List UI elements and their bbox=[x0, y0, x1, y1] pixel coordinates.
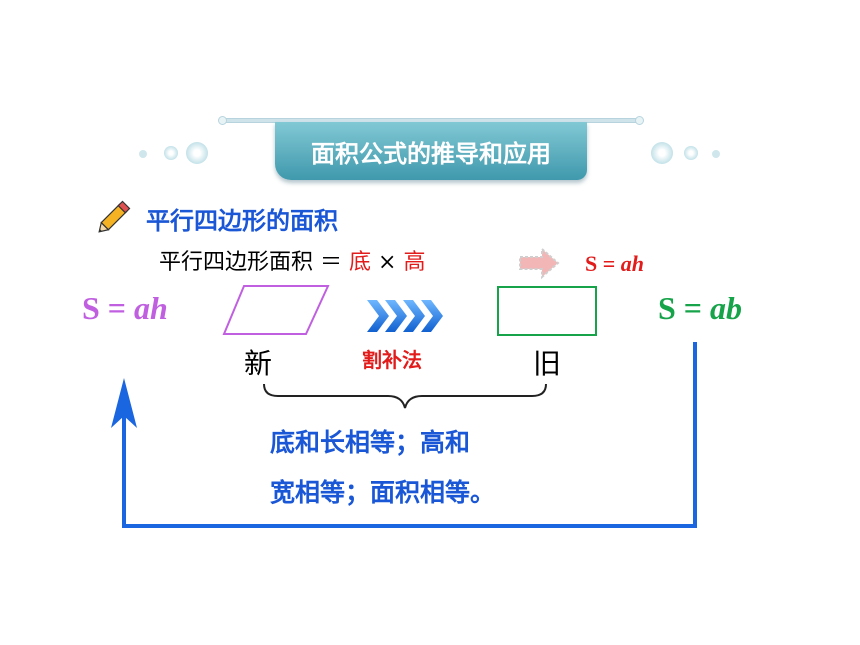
rectangle-shape bbox=[497, 286, 597, 336]
method-label: 割补法 bbox=[362, 348, 422, 372]
left-formula-eq: = bbox=[99, 290, 135, 326]
right-formula-s: S bbox=[658, 290, 676, 326]
parallelogram-shape bbox=[222, 285, 330, 335]
decor-dot bbox=[139, 150, 147, 158]
small-formula-var: ah bbox=[620, 251, 645, 276]
small-formula: S = ah bbox=[585, 251, 644, 277]
left-formula-s: S bbox=[82, 290, 100, 326]
small-formula-eq: = bbox=[597, 251, 621, 276]
formula-prefix: 平行四边形面积 ＝ bbox=[159, 250, 349, 275]
curly-brace bbox=[263, 383, 547, 409]
formula-height: 高 bbox=[403, 250, 426, 275]
formula-base: 底 bbox=[349, 250, 372, 275]
decor-dot bbox=[164, 146, 178, 160]
left-formula-var: ah bbox=[134, 290, 168, 326]
arrow-up-icon bbox=[111, 342, 697, 528]
formula-times: × bbox=[371, 250, 404, 275]
note-line-2: 宽相等；面积相等。 bbox=[270, 478, 496, 507]
left-formula: S = ah bbox=[82, 290, 168, 327]
right-formula: S = ab bbox=[658, 290, 742, 327]
label-old: 旧 bbox=[533, 347, 562, 380]
decor-dot bbox=[186, 142, 208, 164]
decor-dot bbox=[712, 150, 720, 158]
note-line-1: 底和长相等；高和 bbox=[270, 428, 471, 457]
label-new: 新 bbox=[244, 347, 273, 380]
decor-dot bbox=[684, 146, 698, 160]
pencil-icon bbox=[98, 200, 131, 233]
page-title: 面积公式的推导和应用 bbox=[311, 139, 551, 168]
small-formula-s: S bbox=[585, 251, 598, 276]
section-heading: 平行四边形的面积 bbox=[146, 207, 338, 235]
area-formula-text: 平行四边形面积 ＝ 底 × 高 bbox=[159, 244, 425, 276]
decor-dot bbox=[651, 142, 673, 164]
right-formula-eq: = bbox=[675, 290, 711, 326]
chevron-right-icon bbox=[367, 300, 443, 332]
title-banner: 面积公式的推导和应用 bbox=[275, 122, 587, 180]
dashed-arrow-icon bbox=[519, 246, 560, 280]
right-formula-var: ab bbox=[710, 290, 743, 326]
